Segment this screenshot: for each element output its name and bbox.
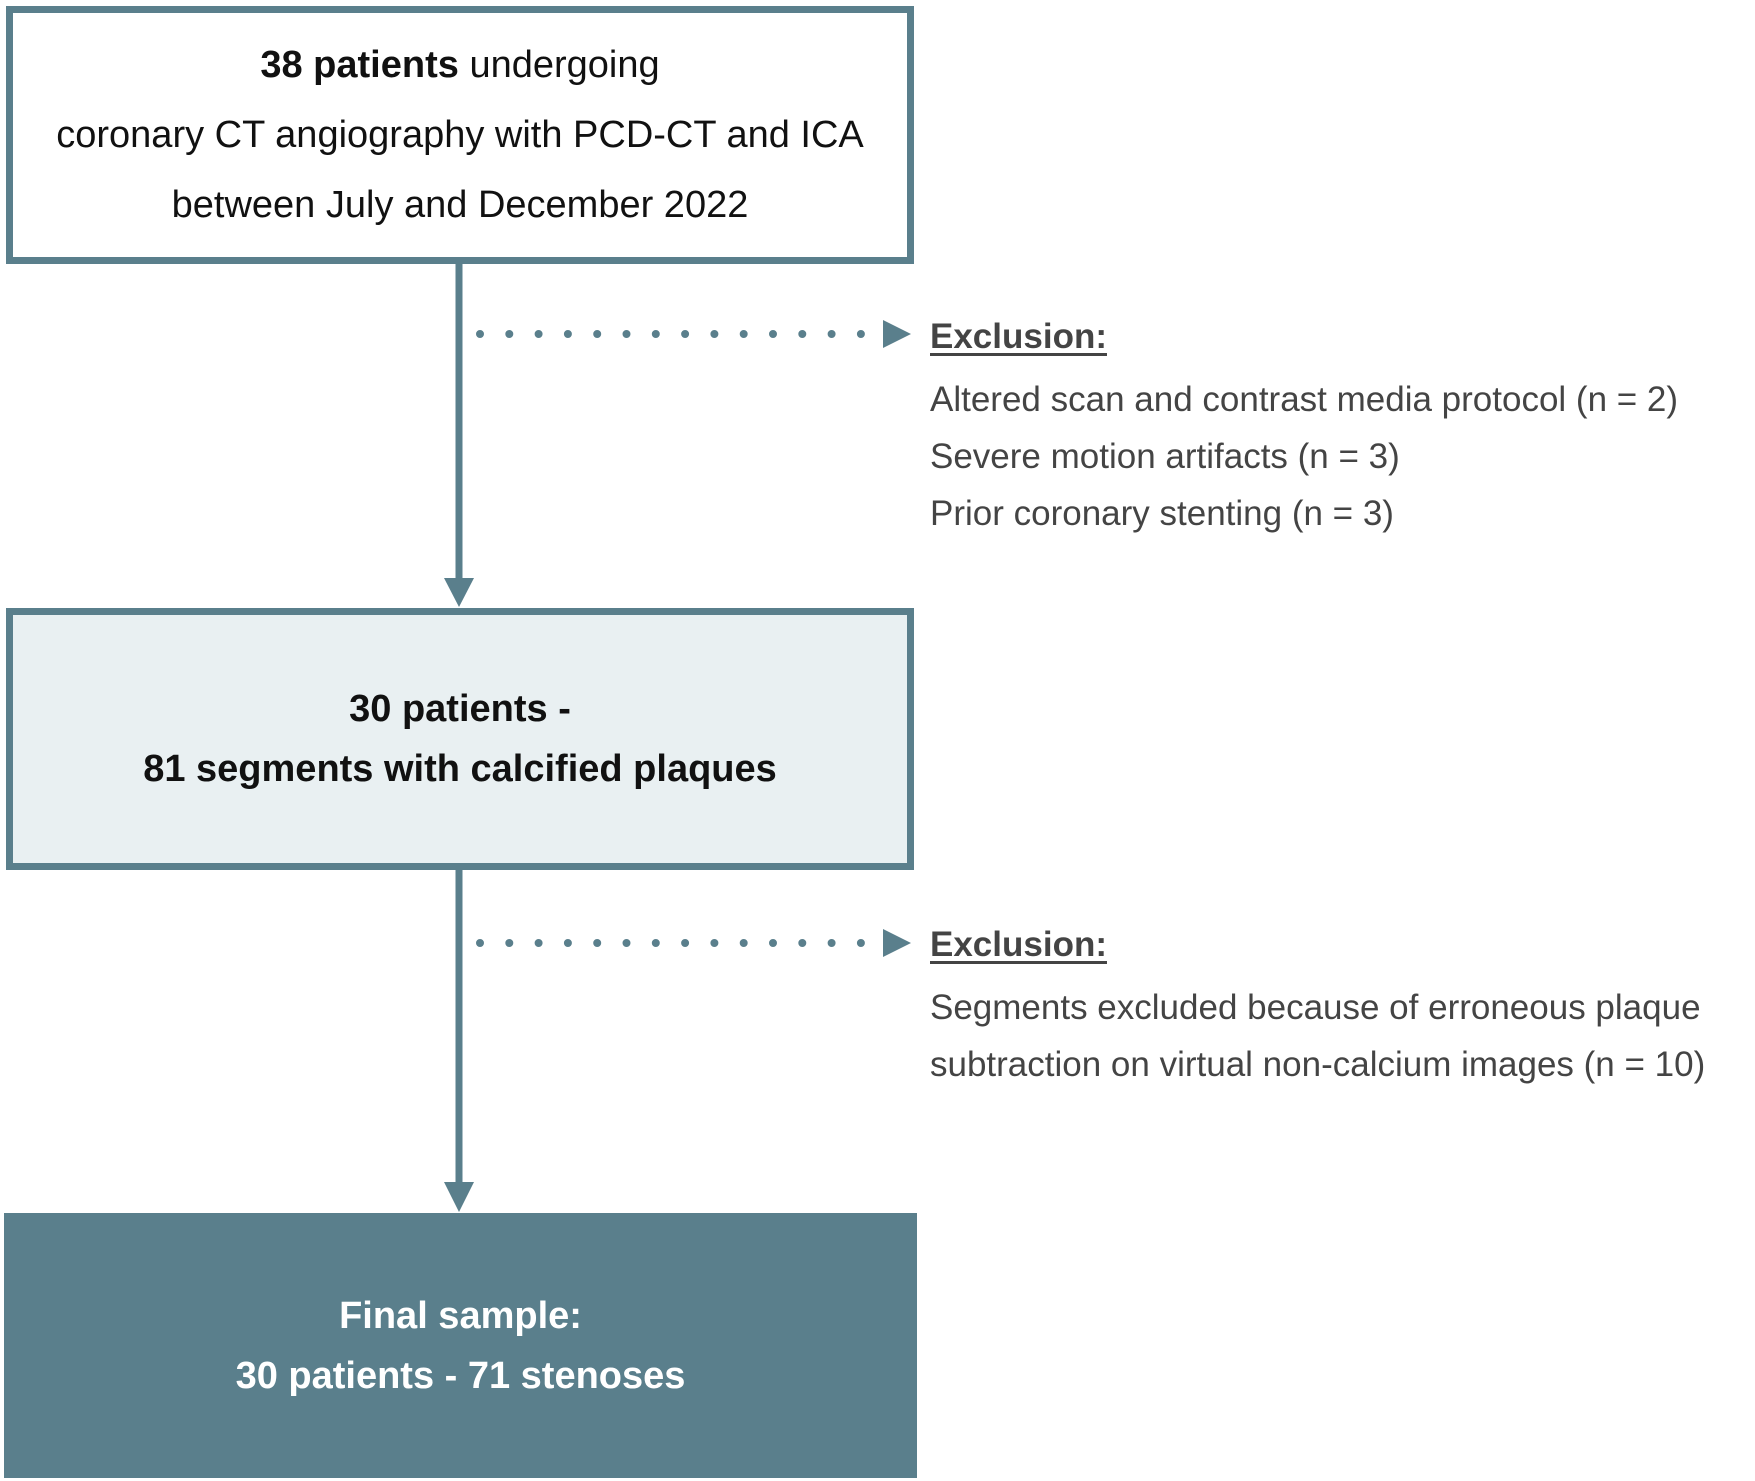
box2-line2: 81 segments with calcified plaques	[143, 748, 777, 790]
box3-line2: 30 patients - 71 stenoses	[235, 1354, 686, 1397]
dotted-arrow-head-exclusion-1	[883, 320, 911, 348]
box-intermediate-cohort: 30 patients - 81 segments with calcified…	[6, 608, 914, 870]
exclusion-block-2: Exclusion: Segments excluded because of …	[930, 916, 1705, 1093]
box-initial-cohort: 38 patients undergoing coronary CT angio…	[6, 6, 914, 264]
box1-line3: between July and December 2022	[171, 184, 749, 226]
box1-line2: coronary CT angiography with PCD-CT and …	[56, 114, 864, 156]
exclusion-1-item: Severe motion artifacts (n = 3)	[930, 437, 1400, 476]
arrow-head-box3	[444, 1182, 474, 1212]
exclusion-1-item: Prior coronary stenting (n = 3)	[930, 494, 1394, 533]
dotted-arrow-head-exclusion-2	[883, 929, 911, 957]
box1-line1: 38 patients undergoing	[260, 30, 659, 100]
arrow-head-box2	[444, 578, 474, 607]
exclusion-1-item: Altered scan and contrast media protocol…	[930, 380, 1679, 419]
exclusion-2-title: Exclusion:	[930, 925, 1107, 964]
box-final-sample: Final sample: 30 patients - 71 stenoses	[4, 1213, 917, 1478]
exclusion-2-item: Segments excluded because of erroneous p…	[930, 988, 1701, 1027]
box1-line1-rest: undergoing	[458, 44, 660, 86]
exclusion-2-item: subtraction on virtual non-calcium image…	[930, 1045, 1706, 1084]
box2-line1: 30 patients -	[349, 688, 571, 730]
exclusion-1-title: Exclusion:	[930, 317, 1107, 356]
box3-line1: Final sample:	[339, 1294, 582, 1337]
box1-line1-bold: 38 patients	[260, 44, 459, 86]
exclusion-block-1: Exclusion: Altered scan and contrast med…	[930, 308, 1678, 542]
